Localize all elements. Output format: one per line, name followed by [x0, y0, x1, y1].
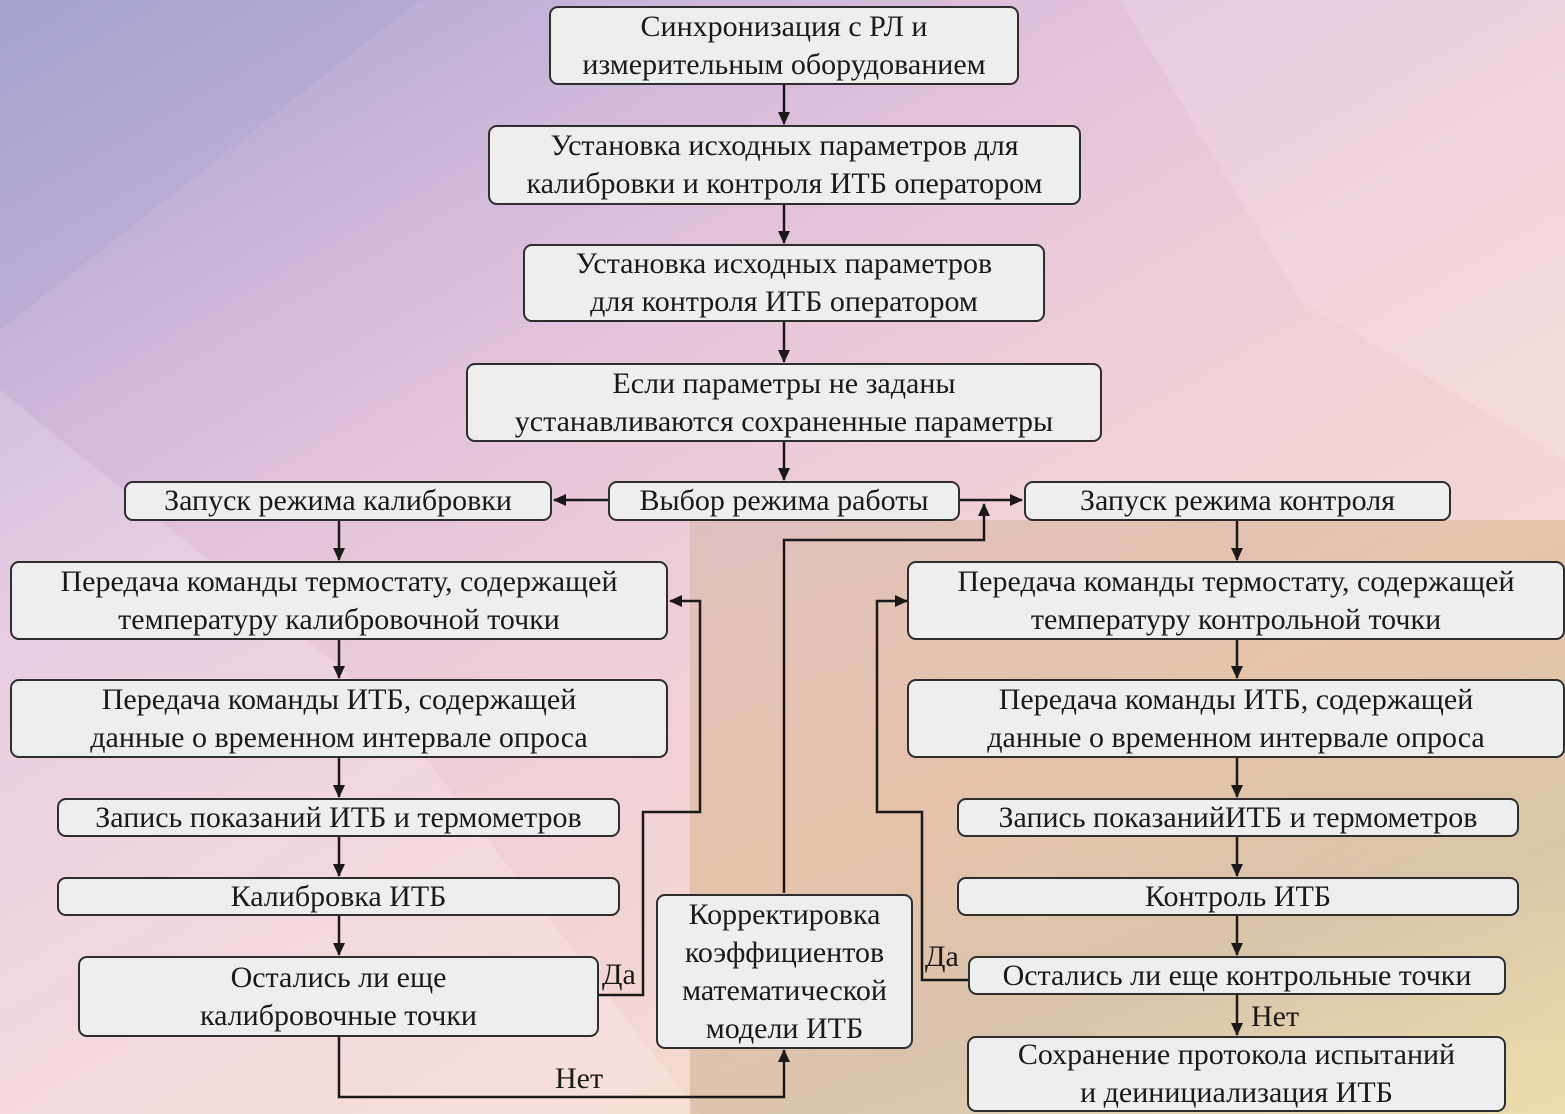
node-calib-cmd-itb: Передача команды ИТБ, содержащей данные … — [10, 679, 668, 758]
arrow-ctrl-yes-loop — [875, 595, 968, 982]
node-ctrl-itb: Контроль ИТБ — [957, 877, 1519, 916]
node-default-params: Если параметры не заданы устанавливаются… — [466, 363, 1102, 442]
label-calib-no: Нет — [555, 1062, 604, 1095]
node-set-params-calib-ctrl: Установка исходных параметров для калибр… — [488, 125, 1081, 205]
node-calib-start: Запуск режима калибровки — [124, 481, 552, 521]
node-calib-remaining: Остались ли еще калибровочные точки — [78, 956, 599, 1037]
node-calib-itb: Калибровка ИТБ — [57, 877, 620, 916]
node-ctrl-cmd-thermo: Передача команды термостату, содержащей … — [907, 561, 1565, 640]
node-calib-record: Запись показаний ИТБ и термометров — [57, 798, 620, 837]
node-save-protocol: Сохранение протокола испытаний и деиници… — [967, 1036, 1506, 1112]
node-correction: Корректировка коэффициентов математическ… — [656, 894, 913, 1049]
label-ctrl-no: Нет — [1251, 1000, 1300, 1033]
arrow-calib-yes-loop — [599, 595, 702, 997]
label-calib-yes: Да — [602, 958, 636, 991]
node-ctrl-remaining: Остались ли еще контрольные точки — [968, 956, 1506, 995]
label-ctrl-yes: Да — [925, 940, 959, 973]
node-ctrl-cmd-itb: Передача команды ИТБ, содержащей данные … — [907, 679, 1565, 758]
node-ctrl-record: Запись показанийИТБ и термометров — [957, 798, 1519, 837]
arrow-correction-to-mode — [782, 503, 990, 893]
node-set-params-ctrl: Установка исходных параметров для контро… — [523, 244, 1045, 322]
node-mode-select: Выбор режима работы — [608, 481, 960, 521]
node-calib-cmd-thermo: Передача команды термостату, содержащей … — [10, 561, 668, 640]
node-sync: Синхронизация с РЛ и измерительным обору… — [549, 6, 1019, 85]
node-ctrl-start: Запуск режима контроля — [1024, 481, 1451, 521]
arrow-calib-no-to-correction — [337, 1037, 790, 1099]
